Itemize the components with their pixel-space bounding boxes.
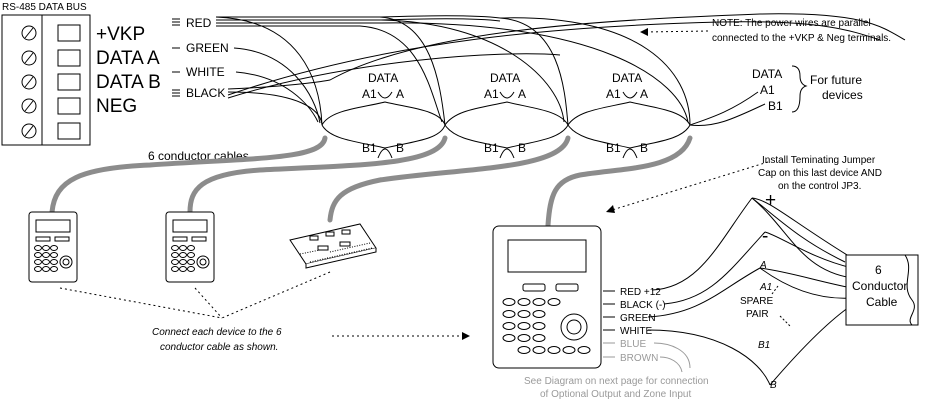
wire-label-black: BLACK [186, 86, 225, 100]
fan-b1-label: B1 [758, 340, 770, 351]
terminal-screws [21, 24, 81, 140]
keypad-wire-black: BLACK (-) [620, 300, 666, 311]
junction-data-label: DATA [490, 71, 520, 85]
junction-b-label: B [518, 141, 526, 155]
fan-plus-label: + [765, 190, 776, 211]
keypad-wire-blue: BLUE [620, 339, 646, 350]
junction-v-marks [377, 91, 638, 159]
bus-title: RS-485 DATA BUS [2, 2, 87, 13]
junction-data-label: DATA [368, 71, 398, 85]
future-data-label: DATA [752, 67, 782, 81]
future-text-line2: devices [822, 88, 863, 102]
junction-b1-label: B1 [362, 141, 377, 155]
terminal-neg-label: NEG [96, 96, 137, 117]
junction-b-label: B [640, 141, 648, 155]
future-a1-label: A1 [760, 83, 775, 97]
junction-a-label: A [640, 87, 648, 101]
keypad-wire-brown: BROWN [620, 353, 658, 364]
junction-3: DATA A1 A B1 B [606, 71, 648, 155]
expansion-board-device [289, 223, 377, 269]
main-keypad [492, 225, 602, 369]
terminal-data-a-label: DATA A [96, 48, 160, 69]
keypad-device-2 [165, 211, 215, 283]
future-brace [791, 65, 808, 113]
keypad-wire-green: GREEN [620, 313, 656, 324]
note-line1: NOTE: The power wires are parallel [712, 18, 871, 29]
fan-minus-label: - [762, 226, 768, 247]
see-diagram-line1: See Diagram on next page for connection [524, 376, 709, 387]
junction-a1-label: A1 [362, 87, 377, 101]
cable-box-line2: Conductor [852, 279, 907, 293]
connect-note-line2: conductor cable as shown. [160, 342, 278, 353]
fan-a-label: A [759, 260, 767, 271]
future-b1-label: B1 [768, 99, 783, 113]
fan-b-label: B [770, 380, 777, 391]
future-text-line1: For future [810, 73, 862, 87]
junction-b1-label: B1 [606, 141, 621, 155]
spare-pair-arrows [771, 285, 791, 327]
wire-label-white: WHITE [186, 65, 225, 79]
cable-box-line1: 6 [875, 263, 882, 277]
keypad-device-1 [28, 211, 78, 283]
bus-wires [215, 13, 906, 126]
jumper-note-line2: Cap on this last device AND [758, 168, 882, 179]
cable-box-line3: Cable [866, 295, 898, 309]
wire-label-green: GREEN [186, 41, 229, 55]
cable-fan-wires [751, 197, 853, 386]
terminal-block [1, 14, 91, 146]
connect-note-line1: Connect each device to the 6 [152, 327, 282, 338]
see-diagram-line2: of Optional Output and Zone Input [540, 389, 691, 400]
junction-2: DATA A1 A B1 B [484, 71, 526, 155]
junction-a-label: A [518, 87, 526, 101]
future-devices: DATA A1 B1 For future devices [752, 65, 863, 113]
keypad-wire-white: WHITE [620, 326, 653, 337]
data-junction-lobes [321, 91, 766, 149]
cable-box [845, 254, 919, 326]
terminal-vkp-label: +VKP [96, 24, 145, 45]
junction-b-label: B [396, 141, 404, 155]
terminal-data-b-label: DATA B [96, 72, 161, 93]
junction-a1-label: A1 [606, 87, 621, 101]
connect-dotted-lines [59, 271, 464, 337]
junction-b1-label: B1 [484, 141, 499, 155]
jumper-arrow [606, 161, 769, 213]
spare-pair-line1: SPARE [740, 296, 773, 307]
fan-a1-label: A1 [759, 282, 772, 293]
note-arrow [640, 28, 709, 36]
spare-pair-line2: PAIR [746, 309, 769, 320]
wire-stubs [172, 18, 180, 97]
junction-a1-label: A1 [484, 87, 499, 101]
jumper-note-line1: Install Teminating Jumper [762, 155, 876, 166]
junction-1: DATA A1 A B1 B [362, 71, 404, 155]
jumper-note-line3: on the control JP3. [778, 181, 861, 192]
note-line2: connected to the +VKP & Neg terminals. [712, 33, 891, 44]
wire-label-red: RED [186, 16, 212, 30]
keypad-wire-red: RED +12 [620, 287, 661, 298]
junction-data-label: DATA [612, 71, 642, 85]
device-cables [49, 135, 693, 228]
junction-a-label: A [396, 87, 404, 101]
connect-arrowhead [462, 332, 470, 340]
keypad-wire-leads [603, 197, 771, 386]
